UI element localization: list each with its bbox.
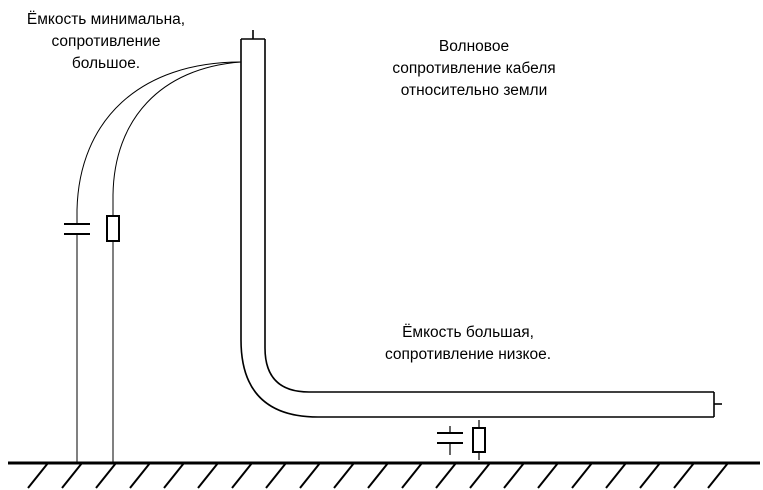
label-min-capacitance: Ёмкость минимальна, сопротивление большо… [27, 11, 185, 72]
ground-hatch-mark [333, 462, 355, 489]
ground-hatch-mark [469, 462, 491, 489]
ground-hatch-mark [367, 462, 389, 489]
label-high-capacitance-line-2: сопротивление низкое. [385, 346, 551, 363]
ground-hatch-mark [673, 462, 695, 489]
ground-hatch-mark [537, 462, 559, 489]
ground-hatch-mark [231, 462, 253, 489]
label-min-capacitance-line-3: большое. [72, 55, 140, 72]
label-min-capacitance-line-1: Ёмкость минимальна, [27, 11, 185, 28]
ground-hatch [27, 462, 729, 489]
bottom-resistor-icon [472, 420, 486, 460]
bottom-capacitor-icon [437, 426, 463, 455]
ground-hatch-mark [299, 462, 321, 489]
cable-inner-wall [264, 39, 714, 393]
ground-hatch-mark [605, 462, 627, 489]
label-wave-impedance: Волновое сопротивление кабеля относитель… [392, 38, 555, 99]
resistor-icon [106, 215, 120, 242]
ground-hatch-mark [163, 462, 185, 489]
cable-to-ground-leads [76, 61, 242, 463]
ground-hatch-mark [265, 462, 287, 489]
ground-hatch-mark [571, 462, 593, 489]
ground-hatch-mark [129, 462, 151, 489]
lead-capacitor [76, 61, 242, 224]
ground-hatch-mark [95, 462, 117, 489]
ground-hatch-mark [61, 462, 83, 489]
label-min-capacitance-line-2: сопротивление [52, 33, 161, 50]
lead-resistor [112, 61, 242, 216]
ground-hatch-mark [27, 462, 49, 489]
label-wave-impedance-line-1: Волновое [439, 38, 509, 55]
ground-hatch-mark [503, 462, 525, 489]
capacitor-icon [64, 223, 90, 235]
label-wave-impedance-line-3: относительно земли [401, 82, 548, 99]
label-wave-impedance-line-2: сопротивление кабеля [392, 60, 555, 77]
resistor-body [106, 215, 120, 242]
cable-outer-wall [240, 39, 714, 418]
ground-hatch-mark [197, 462, 219, 489]
bottom-resistor-body [472, 427, 486, 453]
ground-hatch-mark [639, 462, 661, 489]
label-high-capacitance-line-1: Ёмкость большая, [402, 324, 534, 341]
cable [240, 30, 722, 418]
ground-hatch-mark [401, 462, 423, 489]
ground-hatch-mark [707, 462, 729, 489]
label-high-capacitance: Ёмкость большая, сопротивление низкое. [385, 324, 551, 363]
ground-hatch-mark [435, 462, 457, 489]
ground [8, 461, 760, 489]
